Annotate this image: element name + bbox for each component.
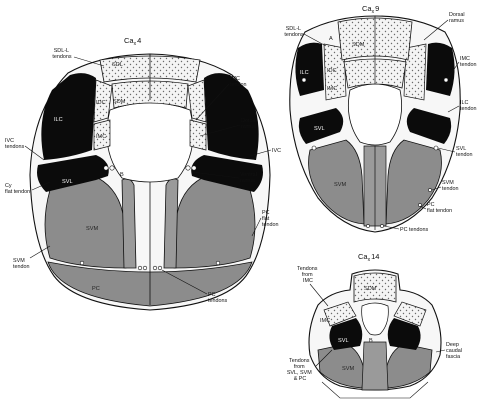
ca9-title: Cax9	[362, 4, 379, 15]
ca9-label-svl: SVL	[314, 126, 325, 132]
ca4-label-b: B	[120, 172, 124, 178]
ca4-label-svl: SVL	[62, 179, 73, 185]
ca9-pc-tendons-label: PC tendons	[400, 227, 428, 233]
ca4-vertebral-left	[122, 179, 136, 268]
ca14-label-svl: SVL	[338, 338, 349, 344]
ca9-svl-tendon-label: SVL tendon	[456, 146, 473, 158]
ca4-ivc-label: IVC	[272, 148, 281, 154]
ca4-title: Cax4	[124, 36, 141, 47]
ca4-sdll-label: SDL-L tendons	[52, 48, 71, 60]
ca14-tendons-svl-label: Tendons from SVL, SVM & PC	[287, 358, 313, 382]
ca4-dorsal-ramus-label: Dorsal ramus	[241, 118, 258, 130]
ca9-label-a: A	[329, 36, 333, 42]
ca4-vertebral-right	[164, 179, 178, 268]
ca4-label-ilc: ILC	[54, 117, 63, 123]
ca4-central-cavity	[107, 103, 193, 183]
ca4-label-idc: IDC	[96, 100, 106, 106]
section-ca9: Cax9 A SDM ILC IDC IMC S	[284, 4, 476, 233]
ca9-svm-tendon-label: SVM tendon	[442, 180, 459, 192]
ca14-label-sdm: SDM	[364, 286, 377, 292]
ca9-ilc-tendon-label: ILC tendon	[460, 100, 477, 112]
ca14-label-imc: IMC	[320, 318, 330, 324]
ca4-label-pc: PC	[92, 286, 100, 292]
ca14-label-svm: SVM	[342, 366, 354, 372]
ca4-label-svm: SVM	[86, 226, 98, 232]
ca9-dorsal-ramus-label: Dorsal ramus	[449, 12, 466, 24]
ca9-sdll-label: SDL-L tendons	[284, 26, 303, 38]
ca9-label-svm: SVM	[334, 182, 346, 188]
ca9-pc-flat-label: PC flat tendon	[427, 202, 452, 214]
ca4-label-imc: IMC	[96, 134, 106, 140]
ca9-label-imc: IMC	[327, 86, 337, 92]
ca4-svm-right	[174, 178, 255, 268]
ca4-label-sdm: SDM	[113, 99, 126, 105]
ca14-label-b: B	[369, 338, 373, 344]
ca4-svm-tendon-label: SVM tendon	[13, 258, 30, 270]
ca9-label-idc: IDC	[327, 68, 337, 74]
ca9-label-sdm: SDM	[352, 42, 365, 48]
ca4-imc-tendon-label: IMC tendon	[230, 76, 247, 88]
ca14-tendons-imc-label: Tendons from IMC	[297, 266, 319, 284]
ca9-imc-tendon-label: IMC tendon	[460, 56, 477, 68]
ca9-label-ilc: ILC	[300, 70, 309, 76]
section-ca4: Cax4	[5, 36, 281, 310]
ca9-central-cavity	[348, 84, 401, 145]
ca14-tendons-imc-leader	[310, 284, 328, 306]
ca4-pc-flat-label: PC flat tendon	[262, 210, 279, 228]
ca4-ilc-left	[41, 73, 96, 160]
ca14-center-gray	[362, 342, 388, 390]
ca9-ilc-right	[426, 43, 455, 96]
ca14-title: Cax14	[358, 252, 379, 263]
ca14-deep-fascia-label: Deep caudal fascia	[446, 342, 463, 360]
section-ca14: Cax14 SDM IMC SVL SVM B Tendons from IMC…	[287, 252, 464, 398]
ca4-svm-left	[45, 178, 126, 268]
ca4-label-sdl: SDL	[112, 62, 123, 68]
ca4-cy-flat-label: Cy flat tendon	[5, 183, 30, 195]
ca4-ivc-tendons-label: IVC tendons	[5, 138, 24, 150]
